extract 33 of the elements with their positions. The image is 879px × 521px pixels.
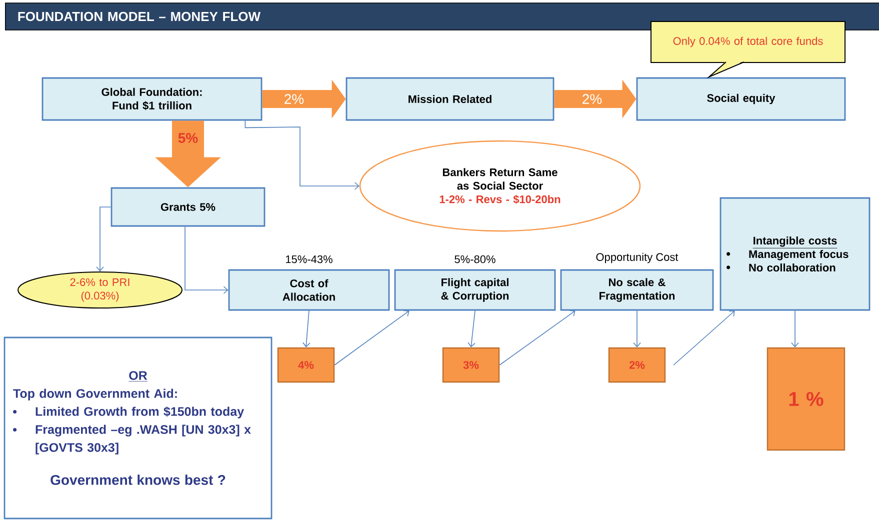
arrow: [334, 310, 410, 366]
arrow: [302, 310, 310, 348]
edge-label: 2%: [284, 94, 304, 104]
range-label: Opportunity Cost: [596, 252, 678, 264]
range-label: 15%-43%: [286, 255, 332, 264]
process-box: Cost of Allocation: [228, 269, 390, 311]
arrow: [184, 226, 228, 294]
edge-label: 2%: [582, 94, 602, 104]
text-panel: OR Top down Government Aid: Limited Growth from $150bn today Fragmented –eg .WASH [UN 30x3] x [GOVTS 30x3] Government knows best ?: [4, 336, 272, 520]
list-box: Intangible costs Management focus No collaboration: [720, 197, 870, 311]
process-box: Grants 5%: [110, 187, 266, 227]
percentage-box: 1 %: [766, 347, 846, 451]
process-box: No scale & Fragmentation: [560, 269, 714, 311]
process-box: Social equity: [636, 77, 846, 121]
percentage-box: 3%: [442, 347, 500, 383]
process-box: Flight capital & Corruption: [394, 269, 556, 311]
arrow: [96, 206, 112, 272]
edge-label: 5%: [178, 133, 198, 143]
ellipse-node: Bankers Return Same as Social Sector 1-2% - Revs - $10-20bn: [359, 140, 641, 232]
ellipse-node: 2-6% to PRI (0.03%): [18, 272, 182, 308]
percentage-box: 2%: [608, 347, 666, 383]
percentage-box: 4%: [277, 347, 335, 383]
range-label: 5%-80%: [454, 255, 496, 264]
arrow: [633, 310, 641, 348]
title-bar: FOUNDATION MODEL – MONEY FLOW: [5, 2, 879, 30]
arrow: [499, 310, 576, 366]
arrow: [244, 120, 360, 190]
arrow: [673, 310, 735, 366]
arrow: [468, 310, 476, 348]
process-box: Mission Related: [346, 77, 554, 121]
callout-box: Only 0.04% of total core funds: [650, 21, 846, 79]
process-box: Global Foundation: Fund $1 trillion: [42, 77, 262, 121]
arrow: [791, 310, 799, 348]
